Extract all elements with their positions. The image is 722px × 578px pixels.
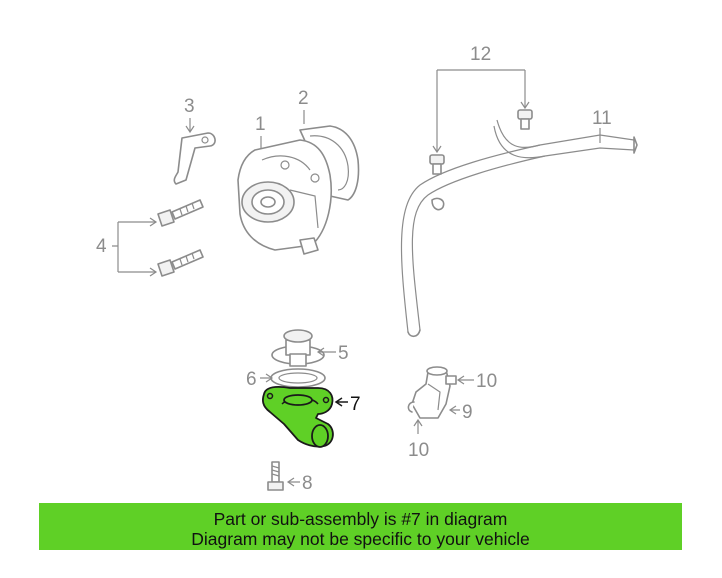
callout-7-label: 7 (350, 394, 361, 415)
bolt-8: 8 (267, 461, 313, 494)
bolt-12-left (429, 154, 445, 175)
water-outlet-9: 10 9 10 (407, 366, 497, 461)
callout-3-label: 3 (184, 96, 195, 117)
callout-7-leader (334, 397, 348, 407)
bolt-12-right (517, 109, 533, 130)
callout-12-group: 12 (429, 44, 533, 175)
callout-9-label: 9 (462, 402, 473, 423)
bolts-4: 4 (96, 199, 204, 277)
callout-2-label: 2 (298, 88, 309, 109)
thermostat-5: 5 (271, 329, 349, 367)
callout-12-label: 12 (470, 44, 491, 65)
callout-1-label: 1 (255, 114, 266, 135)
info-banner: Part or sub-assembly is #7 in diagram Di… (39, 503, 682, 550)
callout-10-upper-label: 10 (476, 371, 497, 392)
bolt-4-lower (157, 249, 204, 277)
gasket-6: 6 (246, 368, 326, 390)
callout-4-label: 4 (96, 236, 107, 257)
banner-part-text: Part or sub-assembly is #7 in diagram (213, 509, 508, 529)
banner-disclaimer-text: Diagram may not be specific to your vehi… (191, 529, 530, 549)
callout-10-lower-label: 10 (408, 440, 429, 461)
bolt-4-upper (157, 199, 204, 227)
water-pump-1: 1 2 (237, 88, 360, 255)
callout-5-label: 5 (338, 343, 349, 364)
bracket-3: 3 (173, 96, 216, 185)
thermostat-housing-7-highlighted[interactable] (262, 386, 334, 448)
callout-8-label: 8 (302, 473, 313, 494)
callout-6-label: 6 (246, 369, 257, 390)
callout-11-label: 11 (592, 108, 612, 129)
coolant-hose-11: 11 (400, 108, 638, 338)
